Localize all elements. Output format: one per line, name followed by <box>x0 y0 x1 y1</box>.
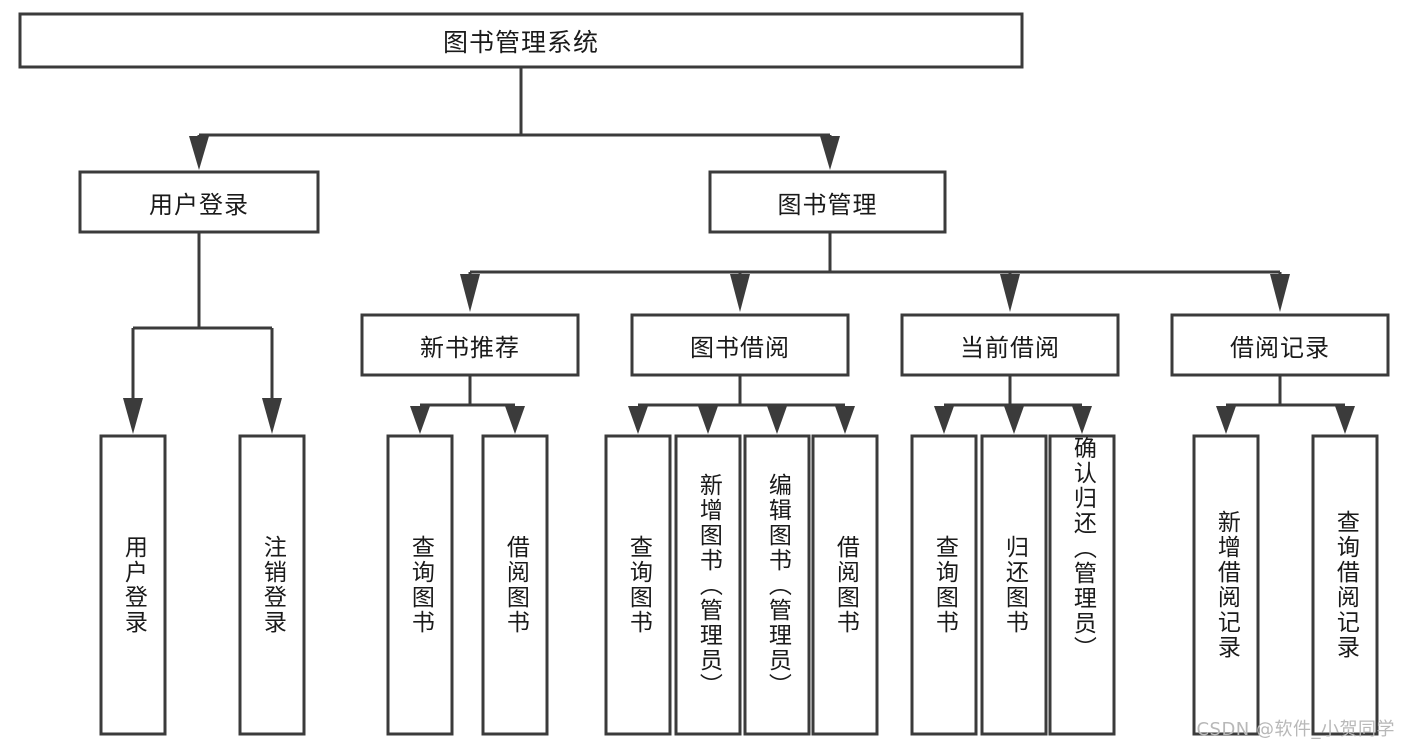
node-box-current-borrow[interactable] <box>900 313 1120 377</box>
watermark-text: CSDN @软件_小贺同学 <box>1196 719 1395 740</box>
node-box-leaf-borrow-book-recommend[interactable] <box>481 434 549 736</box>
node-box-user-login[interactable] <box>78 170 320 234</box>
node-box-leaf-return-book[interactable] <box>980 434 1048 736</box>
node-box-book-borrow[interactable] <box>630 313 850 377</box>
arrow-head-current-borrow <box>1000 274 1020 312</box>
arrow-head-user-login <box>189 136 209 170</box>
node-box-leaf-query-book-borrow[interactable] <box>604 434 672 736</box>
node-box-leaf-add-borrow-record[interactable] <box>1192 434 1260 736</box>
node-box-leaf-user-login[interactable] <box>99 434 167 736</box>
node-box-root[interactable] <box>18 12 1024 69</box>
arrow-head-leaf-logout <box>262 398 282 434</box>
connector-current-borrow-to-leaves <box>934 375 1092 434</box>
connector-book-borrow-to-leaves <box>628 375 855 434</box>
node-box-leaf-logout[interactable] <box>238 434 306 736</box>
node-box-leaf-borrow-book[interactable] <box>811 434 879 736</box>
arrow-head-leaf-query-book-recommend <box>410 406 430 434</box>
connector-root-to-level2 <box>189 67 840 170</box>
arrow-head-leaf-query-book-borrow <box>628 406 648 434</box>
node-box-leaf-edit-book[interactable] <box>743 434 811 736</box>
arrow-head-leaf-query-borrow-record <box>1335 406 1355 434</box>
node-box-leaf-query-book-recommend[interactable] <box>386 434 454 736</box>
connector-book-manage-to-level3 <box>460 232 1290 312</box>
connector-borrow-record-to-leaves <box>1216 375 1355 434</box>
arrow-head-leaf-query-book-current <box>934 406 954 434</box>
node-box-borrow-record[interactable] <box>1170 313 1390 377</box>
node-box-new-book-recommend[interactable] <box>360 313 580 377</box>
arrow-head-borrow-record <box>1270 274 1290 312</box>
arrow-head-leaf-return-book <box>1004 406 1024 434</box>
node-box-leaf-query-borrow-record[interactable] <box>1311 434 1379 736</box>
arrow-head-leaf-user-login <box>123 398 143 434</box>
node-box-book-manage[interactable] <box>708 170 947 234</box>
node-box-leaf-add-book[interactable] <box>674 434 742 736</box>
connector-user-login-to-leaves <box>123 232 282 434</box>
arrow-head-leaf-edit-book <box>767 406 787 434</box>
arrow-head-leaf-borrow-book-recommend <box>505 406 525 434</box>
arrow-head-book-manage <box>820 136 840 170</box>
arrow-head-leaf-add-book <box>698 406 718 434</box>
node-box-leaf-confirm-return[interactable] <box>1048 434 1116 736</box>
connector-new-book-recommend-to-leaves <box>410 375 525 434</box>
arrow-head-book-borrow <box>730 274 750 312</box>
node-box-leaf-query-book-current[interactable] <box>910 434 978 736</box>
arrow-head-leaf-add-borrow-record <box>1216 406 1236 434</box>
arrow-head-new-book-recommend <box>460 274 480 312</box>
arrow-head-leaf-confirm-return <box>1072 406 1092 434</box>
arrow-head-leaf-borrow-book <box>835 406 855 434</box>
